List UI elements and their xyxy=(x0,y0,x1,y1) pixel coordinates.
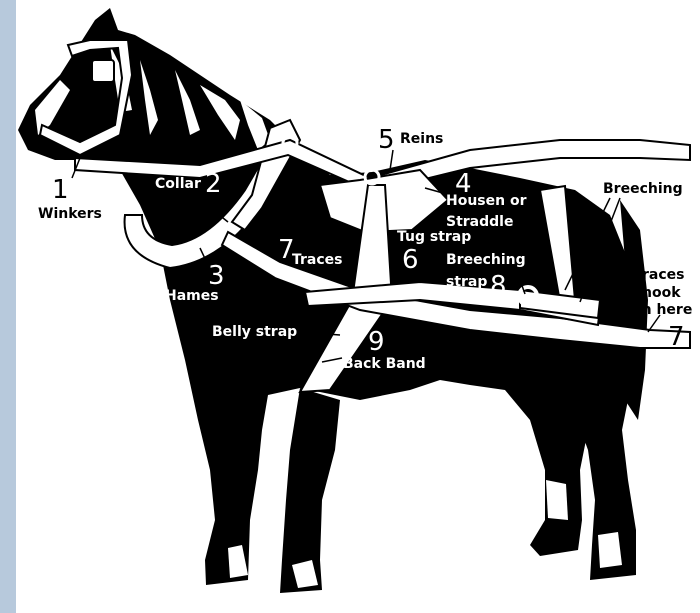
winker-blinker xyxy=(92,60,114,82)
back-band-number: 9 xyxy=(368,327,385,357)
winkers-label: Winkers xyxy=(38,206,102,222)
breeching-label: Breeching xyxy=(603,181,683,197)
left-border-strip xyxy=(0,0,16,613)
breeching-strap-label-line2: strap xyxy=(446,274,487,290)
tug-strap-label: Tug strap xyxy=(397,229,471,245)
belly-strap-label: Belly strap xyxy=(212,324,297,340)
traces-label: Traces xyxy=(292,252,343,268)
housen-label-line2: Straddle xyxy=(446,214,513,230)
winkers-number: 1 xyxy=(52,175,69,205)
horse-harness-illustration: 1 Winkers Collar 2 3 Hames 4 Housen or S… xyxy=(16,0,700,613)
traces-hook-label-line3: on here xyxy=(632,302,692,318)
collar-label: Collar xyxy=(155,176,201,192)
traces-hook-number: 7 xyxy=(668,322,685,352)
traces-hook-label-line2: hook xyxy=(642,285,681,301)
hames-number: 3 xyxy=(208,261,225,291)
breeching-strap-label-line1: Breeching xyxy=(446,252,526,268)
harness-diagram: 1 Winkers Collar 2 3 Hames 4 Housen or S… xyxy=(16,0,700,613)
reins-number: 5 xyxy=(378,125,395,155)
back-band-label: Back Band xyxy=(343,356,426,372)
breeching-strap-number: 8 xyxy=(490,271,507,301)
tug-strap-number: 6 xyxy=(402,245,419,275)
reins-label: Reins xyxy=(400,131,443,147)
traces-hook-label-line1: Traces xyxy=(634,267,685,283)
collar-number: 2 xyxy=(205,169,222,199)
housen-label-line1: Housen or xyxy=(446,193,527,209)
hames-label: Hames xyxy=(165,288,219,304)
